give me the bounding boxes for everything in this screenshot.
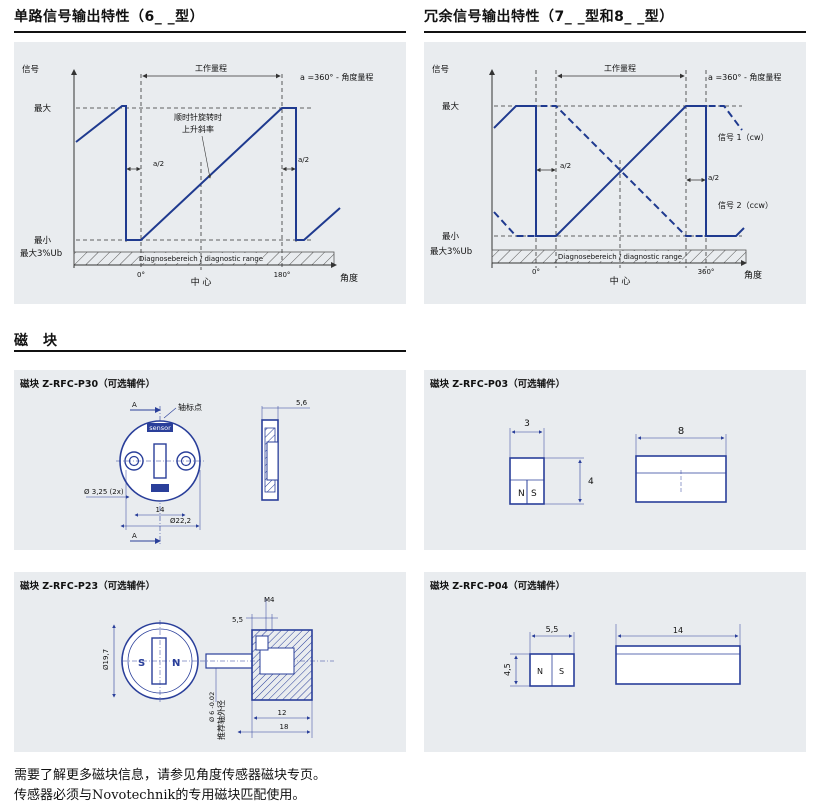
a2-label: a/2 <box>153 160 164 168</box>
diagnostic-label: Diagnosebereich / diagnostic range <box>139 255 263 263</box>
magnet-p30-panel: 磁块 Z-RFC-P30（可选辅件） A A 轴标点 sensor Ø 3,25… <box>14 370 406 550</box>
title-rule <box>424 31 806 33</box>
diagnostic-label: Diagnosebereich / diagnostic range <box>558 253 682 261</box>
section-a-label: A <box>132 532 137 540</box>
dim-14: 14 <box>156 506 165 514</box>
signal1-label: 信号 1（cw） <box>718 132 769 142</box>
dim-14: 14 <box>673 626 683 635</box>
pole-s: S <box>559 667 564 676</box>
deg180-label: 180° <box>274 271 291 279</box>
dim-6: Ø 6 -0.02 <box>208 692 216 722</box>
single-signal-title: 单路信号输出特性（6_ _型） <box>14 9 205 25</box>
footer-line-1: 需要了解更多磁块信息，请参见角度传感器磁块专页。 <box>14 768 327 783</box>
center-label: 中 心 <box>610 275 631 287</box>
deg0-label: 0° <box>532 268 540 276</box>
working-range-label: 工作量程 <box>195 63 227 73</box>
max-3ub-label: 最大3%Ub <box>20 248 62 259</box>
dim-4: 4 <box>588 477 594 487</box>
title-rule <box>14 31 406 33</box>
pole-n: N <box>518 489 525 499</box>
min-label: 最小 <box>34 235 52 246</box>
a-360-label: a =360° - 角度量程 <box>300 72 373 82</box>
magnet-p23-caption: 磁块 Z-RFC-P23（可选辅件） <box>20 581 156 592</box>
pole-n: N <box>172 658 180 669</box>
a2-label: a/2 <box>560 162 571 170</box>
magnet-p04-caption: 磁块 Z-RFC-P04（可选辅件） <box>430 581 566 592</box>
magnet-p23-panel: 磁块 Z-RFC-P23（可选辅件） S N Ø19,7 5,5 M4 Ø 6 … <box>14 572 406 752</box>
dim-55: 5,5 <box>232 616 243 624</box>
dim-45: 4,5 <box>503 663 512 676</box>
center-label: 中 心 <box>191 276 212 288</box>
magnet-p03-panel: 磁块 Z-RFC-P03（可选辅件） N S 3 4 8 <box>424 370 806 550</box>
dim-222: Ø22,2 <box>170 517 191 525</box>
angle-label: 角度 <box>744 269 762 281</box>
min-label: 最小 <box>442 231 460 242</box>
magnet-p03-caption: 磁块 Z-RFC-P03（可选辅件） <box>430 379 566 390</box>
dim-m4: M4 <box>264 596 275 604</box>
pole-s: S <box>531 489 537 499</box>
deg360-label: 360° <box>698 268 715 276</box>
signal-label: 信号 <box>22 64 39 75</box>
pole-s: S <box>138 658 145 669</box>
cw-line2: 上升斜率 <box>182 124 214 134</box>
footer-line-2: 传感器必须与Novotechnik的专用磁块匹配使用。 <box>14 788 306 803</box>
max-label: 最大 <box>34 103 52 114</box>
axis-mark-label: 轴标点 <box>178 402 202 412</box>
section-a-label: A <box>132 401 137 409</box>
shaft-label: 推荐轴外径 <box>216 700 226 740</box>
dim-8: 8 <box>678 426 684 437</box>
deg0-label: 0° <box>137 271 145 279</box>
signal-label: 信号 <box>432 64 449 75</box>
magnet-p30-caption: 磁块 Z-RFC-P30（可选辅件） <box>20 379 156 390</box>
a-360-label: a =360° - 角度量程 <box>708 72 781 82</box>
working-range-label: 工作量程 <box>604 63 636 73</box>
brand-text: sensor <box>149 424 171 432</box>
angle-label: 角度 <box>340 272 358 284</box>
dim-197: Ø19,7 <box>102 649 110 670</box>
a2-label: a/2 <box>708 174 719 182</box>
dim-hole-diameter: Ø 3,25 (2x) <box>84 488 124 496</box>
dim-56: 5,6 <box>296 399 308 407</box>
dim-3: 3 <box>524 419 530 429</box>
magnet-section-title: 磁 块 <box>14 333 58 349</box>
dim-55: 5,5 <box>546 625 559 634</box>
max-label: 最大 <box>442 101 460 112</box>
redundant-signal-title: 冗余信号输出特性（7_ _型和8_ _型） <box>424 9 674 25</box>
magnet-p04-panel: 磁块 Z-RFC-P04（可选辅件） N S 5,5 4,5 14 <box>424 572 806 752</box>
cw-line1: 顺时针旋转时 <box>174 112 222 122</box>
a2-label: a/2 <box>298 156 309 164</box>
dim-12: 12 <box>278 709 287 717</box>
dim-18: 18 <box>280 723 289 731</box>
signal2-label: 信号 2（ccw） <box>718 200 773 210</box>
max-3ub-label: 最大3%Ub <box>430 246 472 257</box>
redundant-signal-chart: Diagnosebereich / diagnostic range 工作量程 … <box>424 42 806 304</box>
title-rule <box>14 350 406 352</box>
single-signal-chart: Diagnosebereich / diagnostic range 工作量程 … <box>14 42 406 304</box>
pole-n: N <box>537 667 543 676</box>
